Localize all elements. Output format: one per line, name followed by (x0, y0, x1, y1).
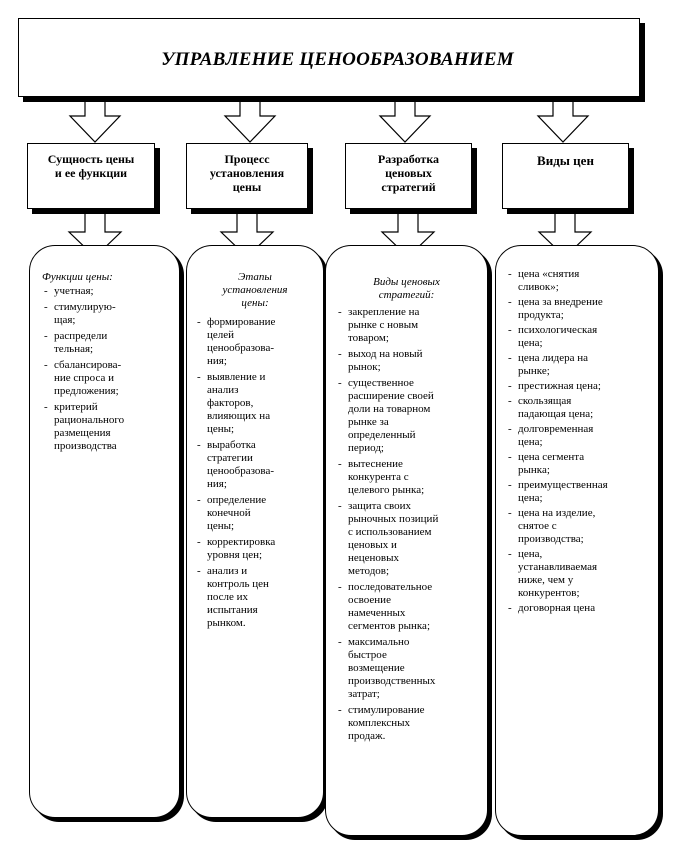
panel-price-functions: Функции цены: учетная; стимулирую- щая; … (29, 245, 180, 818)
list-item: учетная; (42, 285, 168, 298)
list-item: цена сегмента рынка; (506, 451, 652, 477)
header-price-strategies: Разработка ценовых стратегий (345, 143, 472, 209)
panel-title: Функции цены: (42, 271, 113, 283)
list-item: формирование целей ценообразова- ния; (195, 316, 313, 368)
list-item: максимально быстрое возмещение производс… (336, 636, 482, 701)
list-item: существенное расширение своей доли на то… (336, 377, 482, 455)
list-item: стимулирование комплексных продаж. (336, 704, 482, 743)
list-item: корректировка уровня цен; (195, 536, 313, 562)
header-label: Процесс установления цены (209, 152, 285, 194)
panel-price-setting-stages: Этапы установления цены: формирование це… (186, 245, 324, 818)
panel-title: Виды ценовых стратегий: (373, 276, 440, 301)
header-price-setting-process: Процесс установления цены (186, 143, 308, 209)
arrow-h4-to-panel (537, 208, 593, 258)
arrow-h3-to-panel (380, 208, 436, 258)
list-item: критерий рационального размещения произв… (42, 401, 168, 453)
list-item: психологическая цена; (506, 324, 652, 350)
list-item: преимущественная цена; (506, 479, 652, 505)
arrow-title-to-h2 (223, 96, 277, 143)
panel-price-strategies: Виды ценовых стратегий: закрепление на р… (325, 245, 488, 836)
list-item: цена, устанавливаемая ниже, чем у конкур… (506, 548, 652, 600)
header-label: Виды цен (537, 153, 594, 168)
list-item: закрепление на рынке с новым товаром; (336, 306, 482, 345)
list-item: выход на новый рынок; (336, 348, 482, 374)
list-item: выявление и анализ факторов, влияющих на… (195, 371, 313, 436)
arrow-h2-to-panel (219, 208, 275, 258)
header-price-types: Виды цен (502, 143, 629, 209)
diagram-title: УПРАВЛЕНИЕ ЦЕНООБРАЗОВАНИЕМ (161, 49, 514, 70)
list-item: определение конечной цены; (195, 494, 313, 533)
arrow-h1-to-panel (67, 208, 123, 258)
list-item: защита своих рыночных позиций с использо… (336, 500, 482, 578)
list-item: скользящая падающая цена; (506, 395, 652, 421)
list-item: долговременная цена; (506, 423, 652, 449)
arrow-title-to-h1 (68, 96, 122, 143)
arrow-title-to-h3 (378, 96, 432, 143)
list-item: цена лидера на рынке; (506, 352, 652, 378)
item-list: формирование целей ценообразова- ния; вы… (195, 316, 313, 633)
panel-title: Этапы установления цены: (222, 271, 288, 309)
arrow-title-to-h4 (536, 96, 590, 143)
list-item: анализ и контроль цен после их испытания… (195, 565, 313, 630)
header-label: Сущность цены и ее функции (47, 152, 135, 180)
list-item: договорная цена (506, 602, 652, 615)
item-list: учетная; стимулирую- щая; распредели тел… (42, 285, 168, 456)
list-item: цена «снятия сливок»; (506, 268, 652, 294)
list-item: распредели тельная; (42, 330, 168, 356)
list-item: выработка стратегии ценообразова- ния; (195, 439, 313, 491)
item-list: цена «снятия сливок»; цена за внедрение … (506, 268, 652, 617)
header-price-essence: Сущность цены и ее функции (27, 143, 155, 209)
list-item: цена на изделие, снятое с производства; (506, 507, 652, 546)
list-item: вытеснение конкурента с целевого рынка; (336, 458, 482, 497)
title-box (18, 18, 640, 97)
list-item: сбалансирова- ние спроса и предложения; (42, 359, 168, 398)
item-list: закрепление на рынке с новым товаром; вы… (336, 306, 482, 746)
list-item: стимулирую- щая; (42, 301, 168, 327)
list-item: престижная цена; (506, 380, 652, 393)
list-item: последовательное освоение намеченных сег… (336, 581, 482, 633)
panel-price-types: цена «снятия сливок»; цена за внедрение … (495, 245, 659, 836)
header-label: Разработка ценовых стратегий (377, 152, 440, 194)
list-item: цена за внедрение продукта; (506, 296, 652, 322)
